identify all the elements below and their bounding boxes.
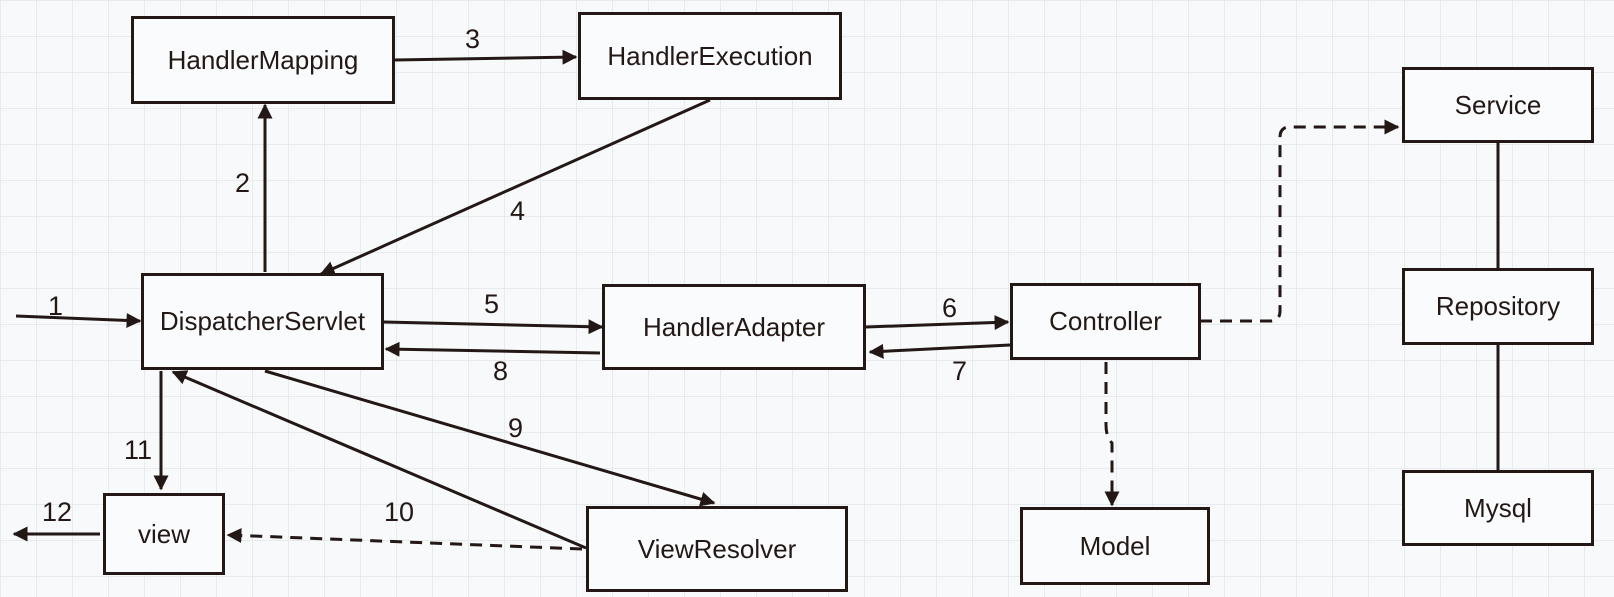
step-label-10: 10 [384, 497, 415, 527]
arrow-10-viewresolver-to-dispatcher-return [171, 370, 587, 550]
view-box: view [103, 493, 225, 575]
step-label-12: 12 [42, 497, 73, 527]
arrow-1-request [15, 312, 142, 328]
handler-mapping-label: HandlerMapping [167, 44, 359, 75]
model-label: Model [1079, 530, 1151, 561]
handler-adapter-box: HandlerAdapter [602, 284, 866, 370]
repository-label: Repository [1435, 291, 1561, 321]
arrow-4-execution-to-dispatcher [319, 98, 711, 276]
handler-execution-label: HandlerExecution [607, 40, 813, 71]
arrow-9-dispatcher-to-viewresolver [264, 369, 716, 507]
model-box: Model [1020, 507, 1210, 585]
dashed-arrow-controller-to-service [1200, 119, 1400, 323]
arrow-7-controller-to-adapter [868, 343, 1011, 359]
handler-execution-box: HandlerExecution [578, 12, 842, 100]
step-label-11: 11 [124, 435, 153, 465]
service-label: Service [1454, 89, 1542, 120]
controller-box: Controller [1010, 283, 1201, 360]
step-label-4: 4 [510, 196, 526, 226]
view-resolver-label: ViewResolver [637, 533, 797, 564]
mysql-box: Mysql [1402, 470, 1594, 546]
dispatcher-servlet-label: DispatcherServlet [159, 306, 366, 336]
handler-adapter-label: HandlerAdapter [642, 311, 826, 342]
dispatcher-servlet-box: DispatcherServlet [141, 273, 384, 370]
arrow-5-dispatcher-to-adapter [383, 319, 604, 335]
service-box: Service [1402, 67, 1594, 143]
step-label-9: 9 [508, 413, 524, 443]
dashed-arrow-controller-to-model [1104, 362, 1120, 507]
dashed-arrow-10-viewresolver-to-view [226, 528, 583, 551]
arrow-8-adapter-to-dispatcher [384, 341, 601, 357]
step-label-5: 5 [484, 289, 500, 319]
step-label-2: 2 [235, 168, 251, 198]
step-label-1: 1 [48, 291, 64, 321]
handler-mapping-box: HandlerMapping [131, 16, 395, 104]
arrow-3-mapping-to-execution [393, 49, 578, 65]
step-label-3: 3 [465, 24, 481, 54]
step-label-6: 6 [942, 293, 958, 323]
view-resolver-box: ViewResolver [586, 506, 848, 592]
arrow-6-adapter-to-controller [865, 314, 1010, 330]
view-label: view [137, 518, 190, 549]
step-label-8: 8 [493, 356, 509, 386]
controller-label: Controller [1049, 306, 1162, 336]
mysql-label: Mysql [1464, 492, 1532, 523]
repository-box: Repository [1402, 268, 1594, 345]
step-label-7: 7 [952, 356, 968, 386]
